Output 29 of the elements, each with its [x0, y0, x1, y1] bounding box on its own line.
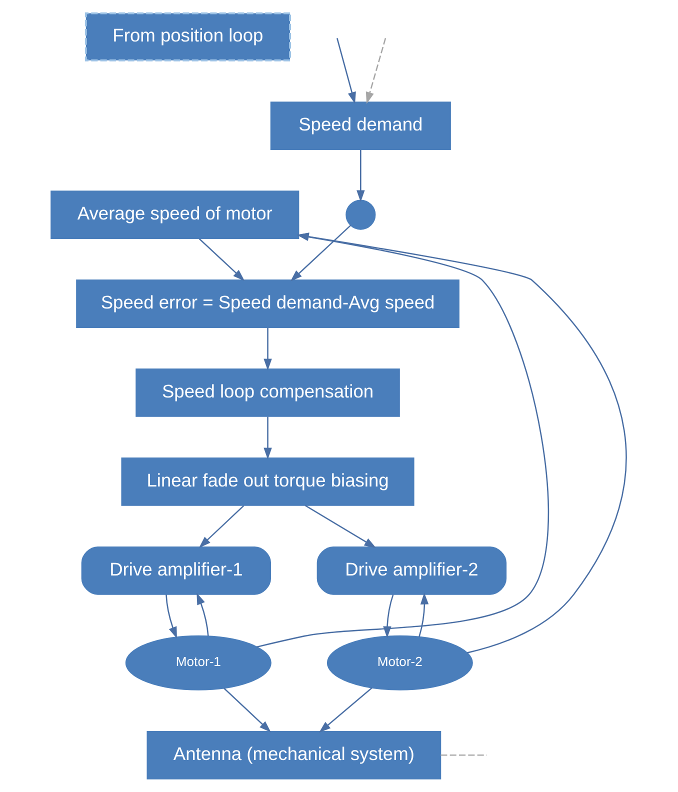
node-ellipse: Motor-2	[326, 635, 473, 690]
node-box: Speed error = Speed demand-Avg speed	[76, 280, 460, 328]
node-box: Drive amplifier-2	[316, 546, 507, 595]
node-box: Drive amplifier-1	[81, 546, 272, 595]
node-box: Linear fade out torque biasing	[121, 457, 414, 506]
arrow	[356, 150, 365, 202]
arrow	[198, 505, 244, 548]
arrow	[256, 232, 549, 648]
arrow	[366, 38, 386, 104]
node-ellipse: Motor-1	[125, 635, 272, 690]
arrow	[196, 592, 209, 636]
connector	[440, 754, 487, 756]
node-box: Speed demand	[270, 102, 451, 150]
arrow	[418, 592, 429, 637]
node-circle	[346, 200, 376, 230]
arrow	[264, 416, 272, 460]
arrow	[166, 594, 177, 639]
arrow	[198, 238, 245, 281]
node-box: Speed loop compensation	[136, 368, 400, 417]
arrow	[336, 38, 356, 104]
arrow	[296, 232, 627, 654]
arrow	[224, 688, 272, 732]
node-box: From position loop	[84, 12, 291, 62]
arrow	[318, 687, 372, 733]
node-box: Antenna (mechanical system)	[146, 730, 442, 780]
arrow	[290, 224, 352, 282]
arrow	[264, 328, 272, 371]
node-box: Average speed of motor	[50, 190, 300, 239]
arrow	[304, 504, 376, 548]
